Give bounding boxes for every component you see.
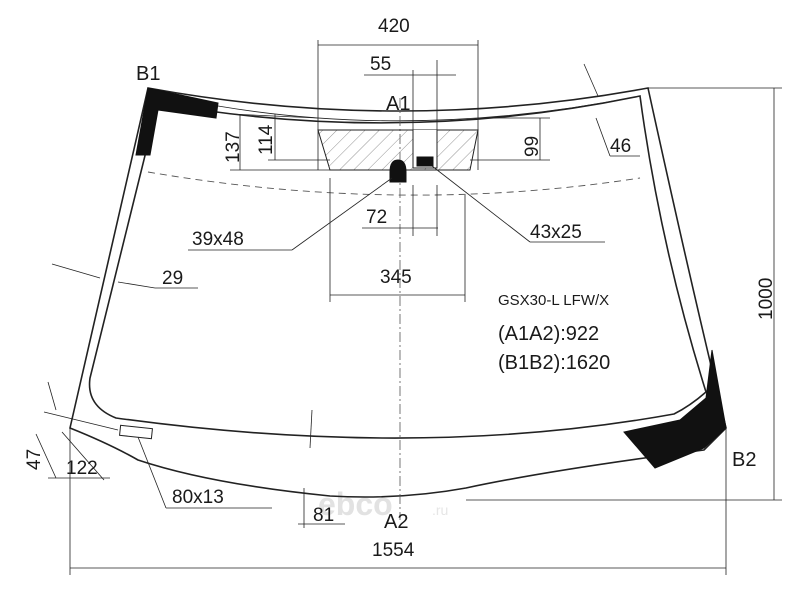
leader-43x25: 43x25 [431,165,605,243]
dim-114-label: 114 [256,124,277,155]
point-b1: B1 [136,63,160,85]
spec-b1b2: (B1B2):1620 [498,352,610,374]
dim-1554: 1554 [69,428,727,575]
dim-46: 46 [583,63,640,157]
dim-345-label: 345 [380,267,412,288]
dim-345: 345 [329,178,466,302]
dim-46-label: 46 [610,136,631,157]
point-a2: A2 [384,511,408,533]
sensor-39x48 [389,159,407,183]
leader-43x25-label: 43x25 [530,222,582,243]
dim-81-label: 81 [313,505,334,526]
dim-47-label: 47 [24,449,45,470]
glass-outer-outline [69,87,727,498]
glass-inner-outline [88,95,707,439]
dim-137-label: 137 [223,131,244,163]
model-code: GSX30-L LFW/X [498,292,609,309]
watermark-brand: ebco [318,486,393,522]
dim-72-label: 72 [366,207,387,228]
dim-137-114: 137 114 [223,113,330,171]
point-b2: B2 [732,449,756,471]
dim-81: 81 [298,488,345,528]
tick-bottom-center [309,409,313,449]
dim-47-122: 47 122 [24,381,119,481]
watermark: ebco .ru [318,486,448,522]
dim-99-label: 99 [522,136,543,157]
marker-80x13 [119,424,153,440]
leader-39x48: 39x48 [188,177,393,251]
spec-a1a2: (A1A2):922 [498,323,599,345]
sensor-43x25 [416,156,434,167]
leader-39x48-label: 39x48 [192,229,244,250]
dim-72: 72 [362,185,438,236]
dim-29: 29 [51,263,198,289]
dim-55: 55 [364,54,456,130]
dim-420-label: 420 [378,16,410,37]
point-a1: A1 [386,93,410,115]
leader-80x13: 80x13 [137,436,272,509]
watermark-suffix: .ru [432,502,448,518]
dim-122-label: 122 [66,458,98,479]
black-corner-bottom-right [623,349,727,469]
dim-1000-label: 1000 [756,278,777,320]
dim-29-label: 29 [162,268,183,289]
black-corner-top-left [135,87,219,156]
dim-1554-label: 1554 [372,540,415,561]
dim-55-label: 55 [370,54,391,75]
dim-420: 420 [317,16,479,170]
top-band-line [217,95,641,122]
leader-80x13-label: 80x13 [172,487,224,508]
dim-99: 99 [470,117,550,161]
dim-1000: 1000 [466,87,782,501]
